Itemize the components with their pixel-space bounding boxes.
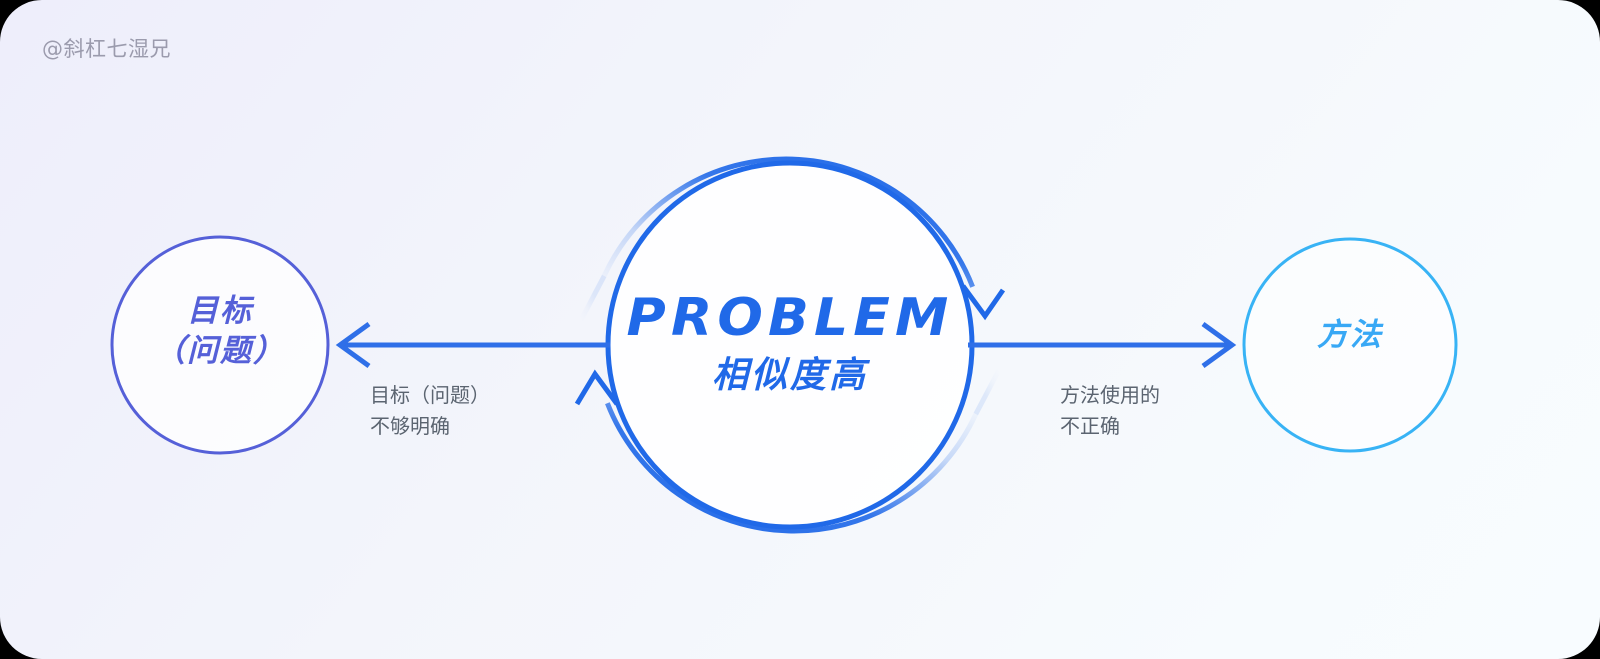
problem-outer-arc-top [601, 156, 975, 288]
problem-outer-arc-top-tail [578, 274, 607, 322]
bottom-arc-arrowhead [574, 369, 620, 406]
method-node-circle[interactable] [1242, 237, 1458, 453]
problem-node-circle[interactable] [605, 160, 975, 530]
problem-outer-arc-bottom [605, 402, 979, 534]
left-connector-arrowhead [335, 321, 371, 369]
goal-node-circle[interactable] [110, 235, 330, 455]
problem-outer-arc-bottom-tail [973, 368, 1002, 416]
top-arc-arrowhead [960, 284, 1006, 321]
right-connector-arrowhead [1201, 321, 1237, 369]
